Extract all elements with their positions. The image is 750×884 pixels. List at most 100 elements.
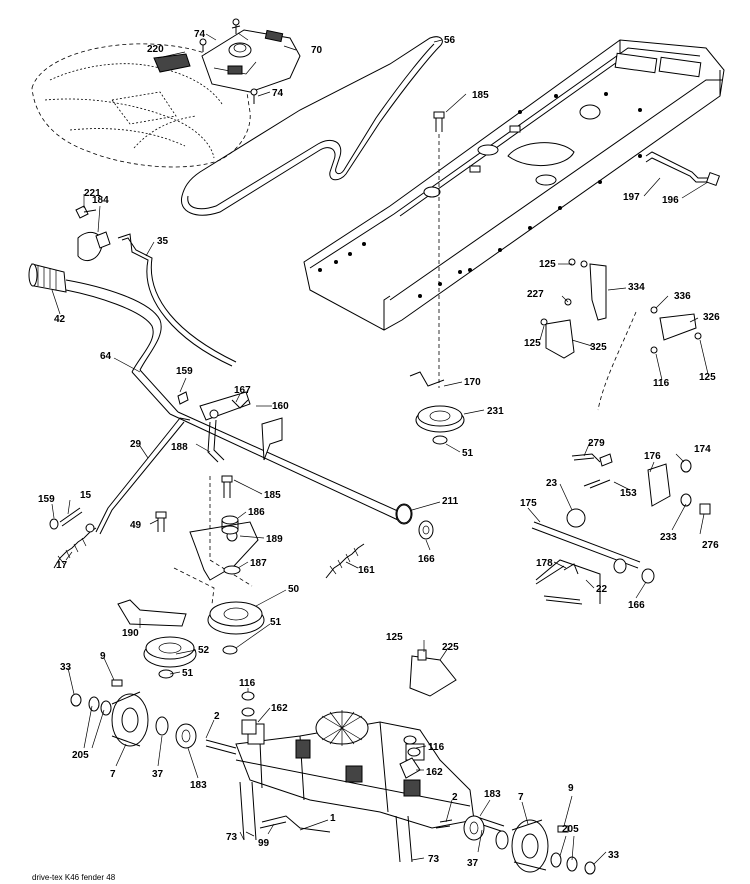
callout: 51 [462, 448, 474, 459]
callout: 33 [608, 850, 620, 861]
callout: 211 [442, 496, 459, 507]
callout: 116 [653, 378, 670, 389]
callout: 166 [628, 600, 645, 611]
callout: 51 [270, 617, 282, 628]
callout: 2 [214, 711, 220, 722]
shaft-175 [531, 521, 655, 605]
callout: 42 [54, 314, 66, 325]
callout: 7 [518, 792, 524, 803]
callout: 188 [171, 442, 188, 453]
callout: 159 [38, 494, 55, 505]
callout: 73 [428, 854, 440, 865]
callout: 70 [311, 45, 323, 56]
callout: 183 [190, 780, 207, 791]
diagram-footer: drive-tex K46 fender 48 [32, 873, 116, 882]
callout: 116 [428, 742, 445, 753]
callout: 9 [100, 651, 106, 662]
bolt-185-top [433, 111, 445, 388]
callout: 185 [264, 490, 281, 501]
callout: 233 [660, 532, 677, 543]
callout: 22 [596, 584, 608, 595]
brackets-334-326-325 [540, 258, 702, 411]
rod-279-153 [571, 453, 613, 489]
callout: 17 [56, 560, 68, 571]
bolt-185-mid [221, 475, 233, 498]
frame-rail [303, 39, 725, 331]
callout: 197 [623, 192, 640, 203]
pad-220 [153, 53, 191, 73]
callout: 56 [444, 35, 456, 46]
callout: 276 [702, 540, 719, 551]
callout: 166 [418, 554, 435, 565]
washer-187 [223, 565, 241, 575]
screw-74 [199, 18, 258, 104]
callout-labels: 74 220 70 74 56 185 197 196 221 184 35 4… [38, 29, 720, 869]
callout: 225 [442, 642, 459, 653]
callout: 50 [288, 584, 300, 595]
callout: 49 [130, 520, 142, 531]
bracket-167-160 [177, 391, 283, 461]
callout: 220 [147, 44, 164, 55]
callout: 167 [234, 385, 251, 396]
callout: 186 [248, 507, 265, 518]
callout: 183 [484, 789, 501, 800]
callout: 153 [620, 488, 637, 499]
callout: 174 [694, 444, 711, 455]
callout: 325 [590, 342, 607, 353]
rod-29 [95, 417, 191, 535]
hub-7-left [70, 679, 197, 749]
callout: 37 [152, 769, 164, 780]
callout: 162 [271, 703, 288, 714]
callout: 99 [258, 838, 270, 849]
callout: 15 [80, 490, 92, 501]
callout: 125 [524, 338, 541, 349]
callout: 35 [157, 236, 169, 247]
callout: 33 [60, 662, 72, 673]
callout: 125 [386, 632, 403, 643]
callout: 189 [266, 534, 283, 545]
callout: 162 [426, 767, 443, 778]
callout: 187 [250, 558, 267, 569]
fender-outline [31, 43, 251, 168]
callout: 231 [487, 406, 504, 417]
callout: 125 [699, 372, 716, 383]
callout: 227 [527, 289, 544, 300]
leader-lines [51, 32, 709, 865]
callout: 74 [272, 88, 284, 99]
rod-35 [117, 233, 237, 367]
bolt-49 [155, 511, 167, 532]
adjust-cover-70 [201, 29, 301, 93]
callout: 205 [562, 824, 579, 835]
callout: 7 [110, 769, 116, 780]
latch-184 [77, 231, 111, 262]
callout: 116 [239, 678, 256, 689]
callout: 64 [100, 351, 112, 362]
washer-166 [418, 520, 434, 540]
bracket-189 [173, 476, 259, 605]
ring-23 [566, 508, 586, 528]
spring-221 [75, 205, 97, 219]
callout: 159 [176, 366, 193, 377]
link-188 [207, 419, 225, 463]
callout: 176 [644, 451, 661, 462]
callout: 125 [539, 259, 556, 270]
spring-161 [325, 543, 365, 579]
callout: 170 [464, 377, 481, 388]
bracket-176 [647, 459, 711, 515]
pulley-50 [207, 601, 265, 655]
callout: 37 [467, 858, 479, 869]
callout: 9 [568, 783, 574, 794]
callout: 221 [84, 188, 101, 199]
callout: 29 [130, 439, 142, 450]
callout: 184 [92, 195, 109, 206]
pulley-52 [143, 636, 197, 679]
pieces-116-162 [241, 649, 457, 779]
callout: 178 [536, 558, 553, 569]
callout: 190 [122, 628, 139, 639]
callout: 196 [662, 195, 679, 206]
callout: 73 [226, 832, 238, 843]
spring-17 [53, 523, 97, 569]
callout: 161 [358, 565, 375, 576]
callout: 334 [628, 282, 645, 293]
